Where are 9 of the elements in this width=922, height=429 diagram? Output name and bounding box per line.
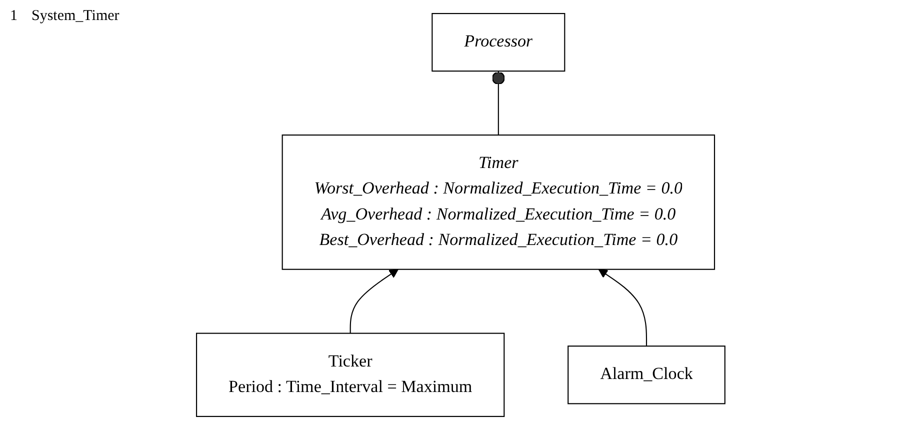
connector: [492, 70, 506, 135]
arrow: [350, 268, 399, 333]
arrow: [598, 268, 648, 346]
node-box: Alarm_Clock: [568, 345, 726, 404]
role-name-label: System_Timer: [32, 8, 120, 25]
node-box: Processor: [432, 12, 566, 72]
node-box: Ticker Period : Time_Interval = Maximum: [196, 332, 505, 416]
multiplicity-label: 1: [10, 8, 18, 25]
node-box: Timer Worst_Overhead : Normalized_Execution_Time = 0.0 Avg_Overhead : Normalized_Execution_Time = 0.0 Best_Overhead : Normalized_Execution_Time = 0.0: [282, 134, 716, 270]
